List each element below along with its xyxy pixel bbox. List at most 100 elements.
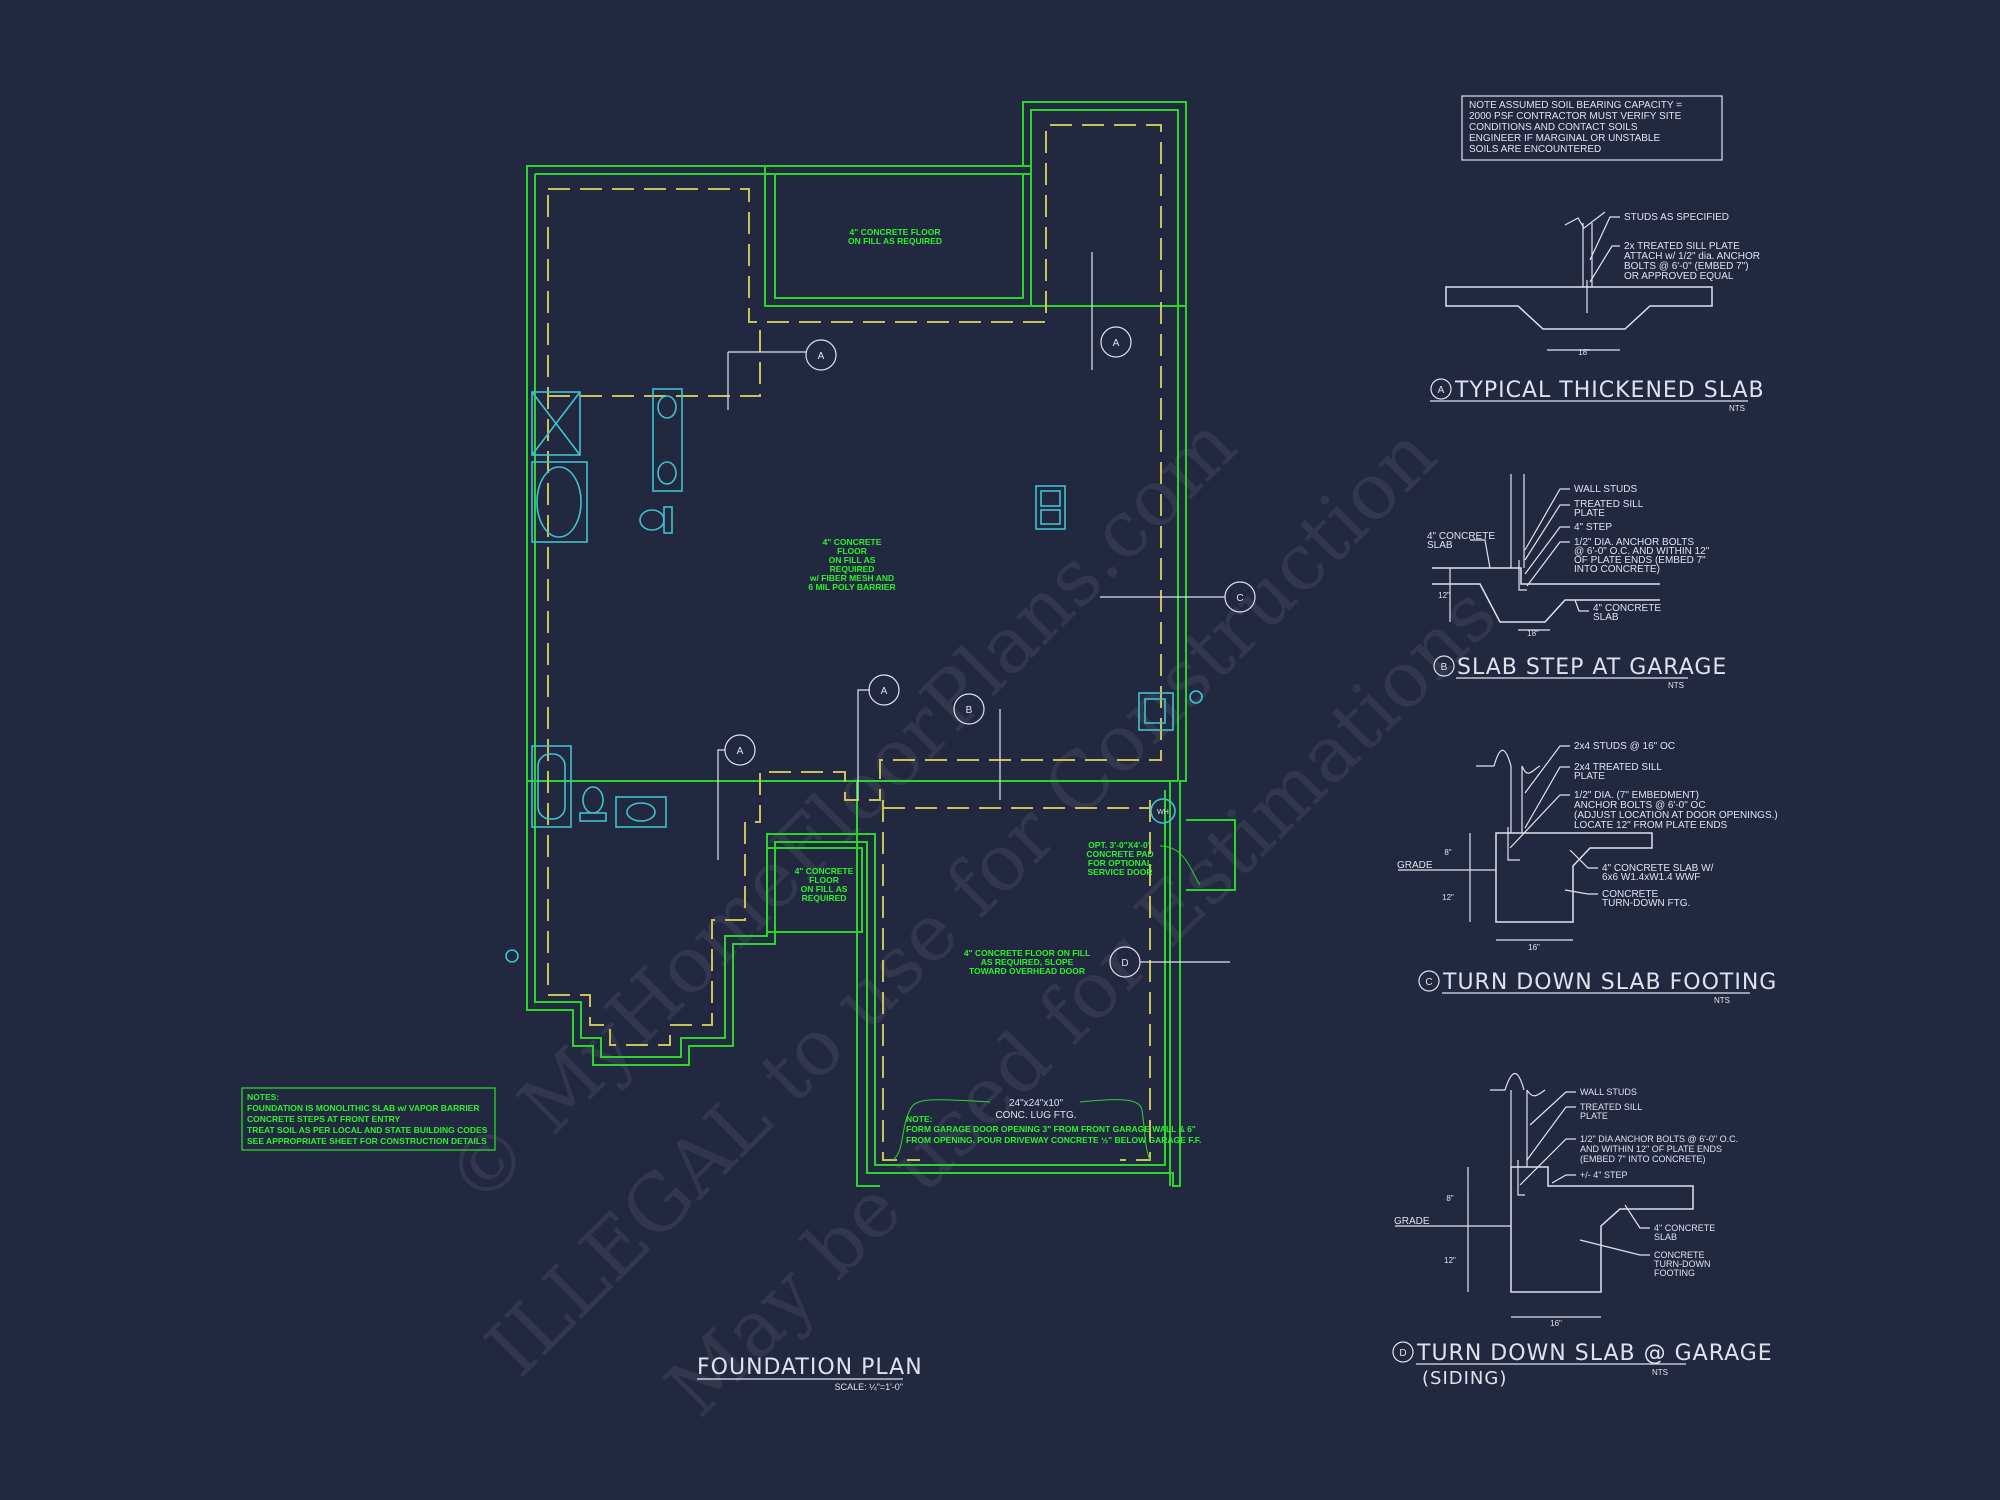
watermark-line: May be used for Estimations bbox=[649, 569, 1513, 1433]
svg-text:TOWARD OVERHEAD DOOR: TOWARD OVERHEAD DOOR bbox=[969, 966, 1085, 976]
svg-text:FOR OPTIONAL: FOR OPTIONAL bbox=[1088, 858, 1152, 868]
shower-icon bbox=[531, 391, 581, 456]
plan-title-text: FOUNDATION PLAN bbox=[697, 1355, 923, 1380]
svg-text:(ADJUST LOCATION AT DOOR OPENI: (ADJUST LOCATION AT DOOR OPENINGS.) bbox=[1574, 810, 1778, 821]
svg-text:CONDITIONS AND CONTACT SOILS: CONDITIONS AND CONTACT SOILS bbox=[1469, 122, 1638, 133]
garage-slab-note: 4" CONCRETE FLOOR ON FILL AS REQUIRED, S… bbox=[964, 948, 1090, 976]
svg-text:B: B bbox=[966, 705, 973, 716]
svg-text:12": 12" bbox=[1444, 1256, 1456, 1265]
svg-text:4" CONCRETE SLAB W/: 4" CONCRETE SLAB W/ bbox=[1602, 863, 1714, 874]
svg-text:AND WITHIN 12" OF PLATE ENDS: AND WITHIN 12" OF PLATE ENDS bbox=[1580, 1144, 1722, 1154]
utility-sink-icon bbox=[1138, 692, 1174, 731]
svg-text:D: D bbox=[1121, 958, 1128, 969]
footing-line bbox=[547, 124, 1162, 1046]
svg-text:TURN DOWN SLAB FOOTING: TURN DOWN SLAB FOOTING bbox=[1442, 970, 1777, 995]
svg-text:+/- 4" STEP: +/- 4" STEP bbox=[1580, 1170, 1627, 1180]
svg-text:2x4 STUDS @ 16" OC: 2x4 STUDS @ 16" OC bbox=[1574, 741, 1675, 752]
svg-text:A: A bbox=[881, 686, 888, 697]
svg-text:ON FILL AS: ON FILL AS bbox=[801, 884, 848, 894]
svg-text:LOCATE 12" FROM PLATE ENDS: LOCATE 12" FROM PLATE ENDS bbox=[1574, 820, 1728, 831]
leader-curve bbox=[892, 1099, 1151, 1161]
svg-text:4" CONCRETE: 4" CONCRETE bbox=[1654, 1223, 1715, 1233]
watermark: © MyHomeFloorPlans.com ILLEGAL to use fo… bbox=[429, 399, 1513, 1433]
plan-title: FOUNDATION PLAN SCALE: ¼"=1'-0" bbox=[697, 1355, 923, 1392]
svg-text:SEE APPROPRIATE SHEET FOR CONS: SEE APPROPRIATE SHEET FOR CONSTRUCTION D… bbox=[247, 1136, 487, 1146]
section-marker-a: A bbox=[1100, 326, 1132, 358]
svg-text:NTS: NTS bbox=[1714, 996, 1730, 1005]
main-slab-note: 4" CONCRETE FLOOR ON FILL AS REQUIRED w/… bbox=[808, 537, 895, 592]
svg-text:A: A bbox=[818, 351, 825, 362]
svg-text:OPT. 3'-0"X4'-0": OPT. 3'-0"X4'-0" bbox=[1088, 840, 1152, 850]
svg-text:FLOOR: FLOOR bbox=[809, 875, 839, 885]
svg-text:CONCRETE STEPS AT FRONT ENTRY: CONCRETE STEPS AT FRONT ENTRY bbox=[247, 1114, 400, 1124]
svg-text:ANCHOR BOLTS @ 6'-0" OC: ANCHOR BOLTS @ 6'-0" OC bbox=[1574, 800, 1706, 811]
svg-text:WALL STUDS: WALL STUDS bbox=[1580, 1087, 1637, 1097]
detail-a-typical-thickened-slab: STUDS AS SPECIFIED 2x TREATED SILL PLATE… bbox=[1430, 211, 1765, 413]
rear-porch-slab bbox=[764, 165, 1032, 307]
svg-text:CONCRETE: CONCRETE bbox=[1654, 1250, 1705, 1260]
svg-text:GRADE: GRADE bbox=[1394, 1216, 1430, 1227]
section-marker-b: B bbox=[953, 693, 985, 725]
svg-text:PLATE: PLATE bbox=[1574, 771, 1605, 782]
svg-text:NTS: NTS bbox=[1729, 404, 1745, 413]
svg-text:4" CONCRETE FLOOR ON FILL: 4" CONCRETE FLOOR ON FILL bbox=[964, 948, 1090, 958]
svg-text:w/ FIBER MESH AND: w/ FIBER MESH AND bbox=[809, 573, 894, 583]
svg-text:SLAB STEP AT GARAGE: SLAB STEP AT GARAGE bbox=[1457, 655, 1727, 680]
garage-wall bbox=[856, 781, 1236, 1187]
watermark-line: ILLEGAL to use for Construction bbox=[470, 410, 1454, 1394]
general-notes-box: NOTES: FOUNDATION IS MONOLITHIC SLAB w/ … bbox=[241, 1087, 496, 1151]
svg-text:TREAT SOIL AS PER LOCAL AND ST: TREAT SOIL AS PER LOCAL AND STATE BUILDI… bbox=[247, 1125, 488, 1135]
svg-text:A: A bbox=[1113, 338, 1120, 349]
section-marker-a: A bbox=[868, 674, 900, 706]
svg-text:2000 PSF CONTRACTOR MUST VERIF: 2000 PSF CONTRACTOR MUST VERIFY SITE bbox=[1469, 111, 1682, 122]
svg-text:REQUIRED: REQUIRED bbox=[802, 893, 847, 903]
svg-text:4" CONCRETE: 4" CONCRETE bbox=[795, 866, 854, 876]
svg-text:OF PLATE ENDS (EMBED 7": OF PLATE ENDS (EMBED 7" bbox=[1574, 555, 1706, 566]
section-marker-a: A bbox=[724, 734, 756, 766]
svg-text:12": 12" bbox=[1438, 591, 1450, 600]
svg-text:8": 8" bbox=[1444, 848, 1451, 857]
svg-text:NOTE ASSUMED SOIL BEARING CAPA: NOTE ASSUMED SOIL BEARING CAPACITY = bbox=[1469, 100, 1682, 111]
svg-text:(EMBED 7" INTO CONCRETE): (EMBED 7" INTO CONCRETE) bbox=[1580, 1154, 1706, 1164]
lug-footing-label: 24"x24"x10" CONC. LUG FTG. bbox=[995, 1098, 1076, 1121]
svg-text:CONCRETE PAD: CONCRETE PAD bbox=[1086, 849, 1153, 859]
svg-text:SLAB: SLAB bbox=[1654, 1232, 1677, 1242]
svg-text:GRADE: GRADE bbox=[1397, 860, 1433, 871]
svg-text:FORM GARAGE DOOR OPENING 3" FR: FORM GARAGE DOOR OPENING 3" FROM FRONT G… bbox=[906, 1124, 1196, 1134]
svg-text:(SIDING): (SIDING) bbox=[1422, 1368, 1507, 1389]
svg-text:1/2" DIA ANCHOR BOLTS @ 6'-0": 1/2" DIA ANCHOR BOLTS @ 6'-0" O.C. bbox=[1580, 1134, 1738, 1144]
hose-bib-icon bbox=[1189, 690, 1203, 704]
plan-scale: SCALE: ¼"=1'-0" bbox=[835, 1382, 903, 1392]
svg-text:BOLTS @ 6'-0" (EMBED 7"): BOLTS @ 6'-0" (EMBED 7") bbox=[1624, 261, 1749, 272]
bathtub-icon bbox=[531, 461, 588, 543]
svg-text:REQUIRED: REQUIRED bbox=[830, 564, 875, 574]
svg-text:FOOTING: FOOTING bbox=[1654, 1268, 1695, 1278]
hose-bib-icon bbox=[505, 949, 519, 963]
house-outer-wall bbox=[526, 101, 1187, 1187]
svg-text:AS REQUIRED, SLOPE: AS REQUIRED, SLOPE bbox=[981, 957, 1074, 967]
svg-text:TYPICAL THICKENED SLAB: TYPICAL THICKENED SLAB bbox=[1454, 378, 1765, 403]
kitchen-sink-icon bbox=[1035, 485, 1066, 530]
svg-text:FOUNDATION IS MONOLITHIC SLAB: FOUNDATION IS MONOLITHIC SLAB w/ VAPOR B… bbox=[247, 1103, 480, 1113]
svg-text:12": 12" bbox=[1442, 893, 1454, 902]
svg-text:18": 18" bbox=[1578, 348, 1590, 357]
svg-text:D: D bbox=[1399, 1348, 1406, 1359]
svg-text:FLOOR: FLOOR bbox=[837, 546, 867, 556]
soil-bearing-note: NOTE ASSUMED SOIL BEARING CAPACITY = 200… bbox=[1461, 95, 1723, 161]
svg-text:WALL STUDS: WALL STUDS bbox=[1574, 484, 1637, 495]
svg-text:CONC. LUG FTG.: CONC. LUG FTG. bbox=[995, 1110, 1076, 1121]
watermark-line: © MyHomeFloorPlans.com bbox=[429, 399, 1253, 1223]
svg-text:NTS: NTS bbox=[1652, 1368, 1668, 1377]
detail-c-turn-down-slab-footing: 2x4 STUDS @ 16" OC 2x4 TREATED SILL PLAT… bbox=[1397, 741, 1778, 1005]
bathtub-icon bbox=[531, 745, 572, 828]
foundation-plan: WH A A C A B A D 4" CONCRETE FLOOR ON FI… bbox=[505, 101, 1256, 1392]
svg-text:2x4 TREATED SILL: 2x4 TREATED SILL bbox=[1574, 762, 1662, 773]
plumbing-fixtures bbox=[505, 388, 1203, 963]
svg-text:NOTES:: NOTES: bbox=[247, 1092, 279, 1102]
svg-text:B: B bbox=[1441, 662, 1448, 673]
double-vanity-icon bbox=[652, 388, 683, 492]
svg-text:TURN DOWN SLAB @ GARAGE: TURN DOWN SLAB @ GARAGE bbox=[1416, 1341, 1773, 1366]
svg-text:@ 6'-0" O.C. AND WITHIN 12": @ 6'-0" O.C. AND WITHIN 12" bbox=[1574, 546, 1710, 557]
svg-text:INTO CONCRETE): INTO CONCRETE) bbox=[1574, 564, 1660, 575]
svg-text:18": 18" bbox=[1527, 629, 1539, 638]
